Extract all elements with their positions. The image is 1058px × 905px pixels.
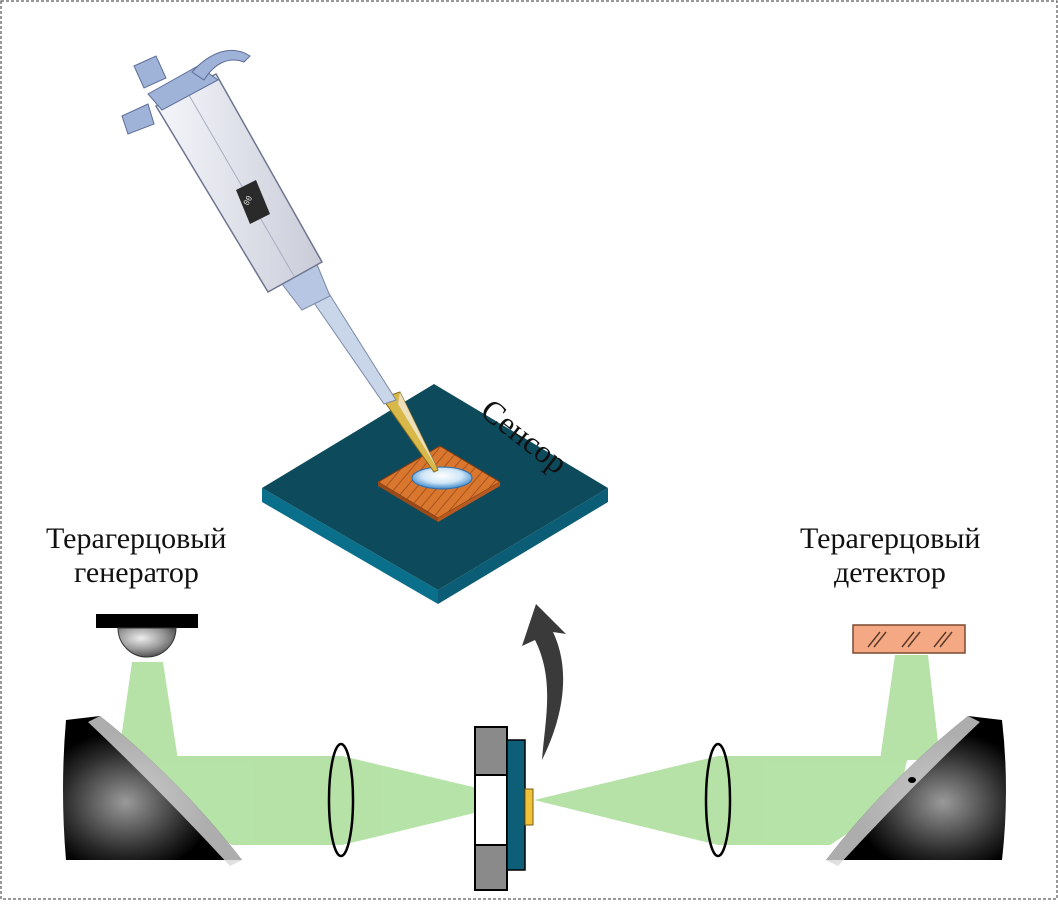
detector-label-line2: детектор <box>834 556 946 589</box>
mirror-right-hole <box>908 777 916 783</box>
curved-arrow-icon <box>522 604 566 760</box>
lens-icon <box>327 742 355 858</box>
pipette-body <box>154 72 324 294</box>
mirror-right-surface <box>826 716 980 866</box>
holder-sensor-plate <box>506 739 526 871</box>
parabolic-mirror-icon <box>826 716 1006 866</box>
sample-holder-icon <box>474 726 534 891</box>
emitter-ball <box>117 627 177 658</box>
generator-label-line2: генератор <box>74 556 199 589</box>
thz-emitter-icon <box>96 614 198 658</box>
beam-focus-left <box>342 756 528 845</box>
pipette-display <box>236 180 270 224</box>
pipette-plunger <box>133 55 167 89</box>
parabolic-mirror-icon <box>63 716 242 866</box>
holder-aperture <box>474 774 508 846</box>
detector-label-line1: Терагерцовый <box>800 522 981 555</box>
beam-emitter-to-mirror <box>118 662 178 760</box>
board-side-left <box>262 488 438 604</box>
holder-bottom-block <box>474 844 508 891</box>
pipette-shaft <box>311 291 397 405</box>
emitter-mount <box>96 614 198 628</box>
holder-top-block <box>474 726 508 776</box>
beam-mirror-to-detector <box>880 655 940 760</box>
sensor-chip-icon <box>262 384 608 604</box>
pipette-icon: 00 <box>121 49 439 473</box>
svg-text:00: 00 <box>242 194 255 207</box>
thz-detector-icon <box>852 624 966 654</box>
board-side-right <box>438 488 608 604</box>
mirror-left-surface <box>88 716 242 866</box>
holder-sensor-spot <box>524 788 534 826</box>
beam-diverge-right <box>534 756 718 845</box>
sample-droplet <box>411 466 473 490</box>
pipette-ejector <box>121 103 155 135</box>
pipette-hook <box>191 49 251 81</box>
lens-icon <box>704 742 732 858</box>
generator-label-line1: Терагерцовый <box>46 522 227 555</box>
